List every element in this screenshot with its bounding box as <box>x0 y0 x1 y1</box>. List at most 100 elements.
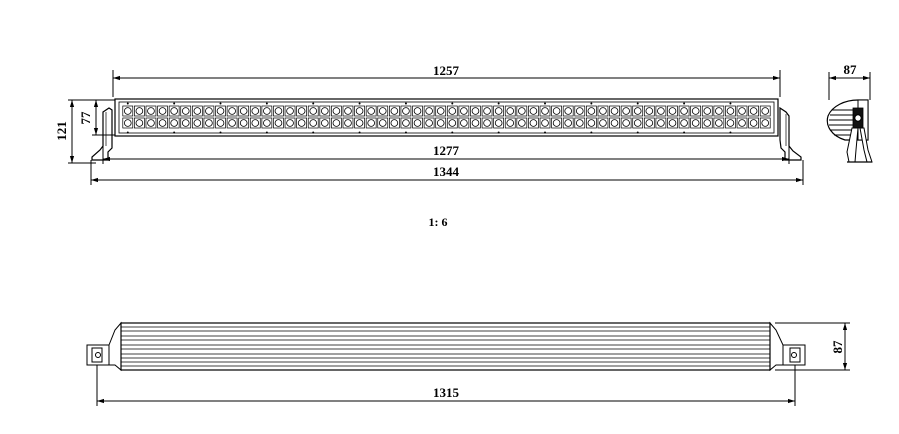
light-bar-housing <box>114 98 779 137</box>
led-lens <box>425 119 433 127</box>
led-lens <box>205 107 213 115</box>
led-lens <box>448 107 457 115</box>
led-lens <box>494 119 503 127</box>
led-lens <box>193 119 202 127</box>
dim-label-housing-height: 77 <box>78 111 93 125</box>
led-lens <box>541 107 549 115</box>
light-bar-lens-panel <box>118 101 775 134</box>
led-lens <box>332 107 341 115</box>
side-view: 87 <box>826 62 873 163</box>
led-lens <box>239 119 248 127</box>
side-heatsink-fins <box>829 109 858 136</box>
dimension-housing-height: 77 <box>78 99 118 136</box>
dimension-top-length: 1315 <box>96 365 796 406</box>
scale-label: 1: 6 <box>429 215 448 229</box>
top-right-endcap <box>769 321 806 372</box>
dimension-inner-length: 1277 <box>102 143 790 164</box>
housing-screw <box>358 102 361 105</box>
led-lens <box>158 119 167 127</box>
led-lens <box>251 119 260 127</box>
led-lens <box>761 119 770 127</box>
led-lens <box>297 119 306 127</box>
led-lens <box>390 107 399 115</box>
led-lens <box>587 107 596 115</box>
housing-screw <box>683 102 686 105</box>
dim-label-total-length: 1344 <box>433 164 460 179</box>
top-left-endcap <box>86 321 122 372</box>
led-lens <box>355 119 364 127</box>
housing-screw <box>590 131 593 134</box>
housing-screw <box>173 102 176 105</box>
dimension-total-height: 121 <box>54 99 96 164</box>
led-lens <box>552 107 561 115</box>
front-view: 1257 121 77 <box>54 63 804 185</box>
led-lens <box>506 107 515 115</box>
led-lens <box>378 107 387 115</box>
housing-screw <box>451 131 454 134</box>
led-lens <box>633 119 642 127</box>
led-lens <box>518 119 526 127</box>
led-lens <box>680 119 688 127</box>
led-lens <box>483 119 491 127</box>
led-lens <box>460 119 468 127</box>
led-lens <box>344 119 352 127</box>
housing-screw <box>544 102 547 105</box>
housing-screw <box>451 102 454 105</box>
led-lens <box>309 107 318 115</box>
led-lens <box>506 119 515 127</box>
led-lens <box>494 107 503 115</box>
dimension-housing-length: 1257 <box>112 63 781 97</box>
led-lens <box>413 107 422 115</box>
led-lens <box>703 119 712 127</box>
led-lens <box>680 107 688 115</box>
dimension-top-depth: 87 <box>775 322 850 371</box>
led-lens <box>761 107 770 115</box>
housing-screw <box>636 131 639 134</box>
led-lens <box>668 107 677 115</box>
led-lens <box>425 107 433 115</box>
led-lens <box>123 107 132 115</box>
top-view: 87 1315 <box>86 321 850 406</box>
led-lens <box>216 107 225 115</box>
dimension-total-length: 1344 <box>90 160 804 185</box>
housing-screw <box>497 102 500 105</box>
housing-screw <box>544 131 547 134</box>
led-lens <box>274 119 283 127</box>
led-lens <box>715 107 723 115</box>
led-lens <box>599 119 607 127</box>
led-lens <box>413 119 422 127</box>
top-housing-body <box>120 322 771 371</box>
led-lens <box>657 119 665 127</box>
housing-screw <box>729 131 732 134</box>
led-lens <box>610 107 619 115</box>
dim-label-top-length: 1315 <box>433 385 460 400</box>
led-lens <box>460 107 468 115</box>
led-lens <box>645 107 654 115</box>
led-lens <box>274 107 283 115</box>
led-lens <box>286 119 294 127</box>
led-lens <box>541 119 549 127</box>
housing-screw <box>265 102 268 105</box>
led-lens <box>402 119 410 127</box>
housing-screw <box>590 102 593 105</box>
led-lens <box>633 107 642 115</box>
top-heatsink-fins <box>121 326 770 367</box>
led-lens <box>599 107 607 115</box>
led-lens <box>575 107 584 115</box>
led-lens <box>436 119 445 127</box>
dimension-side-depth: 87 <box>828 62 871 100</box>
led-lens <box>575 119 584 127</box>
led-lens <box>471 107 480 115</box>
led-lens <box>228 107 236 115</box>
housing-screw <box>126 102 129 105</box>
led-lens <box>239 107 248 115</box>
housing-screw <box>497 131 500 134</box>
led-lens <box>355 107 364 115</box>
led-lens <box>228 119 236 127</box>
side-bolt-icon <box>854 114 862 122</box>
housing-screw <box>636 102 639 105</box>
led-lens <box>564 119 572 127</box>
housing-screw <box>683 131 686 134</box>
housing-screw <box>729 102 732 105</box>
led-grid <box>122 102 771 134</box>
